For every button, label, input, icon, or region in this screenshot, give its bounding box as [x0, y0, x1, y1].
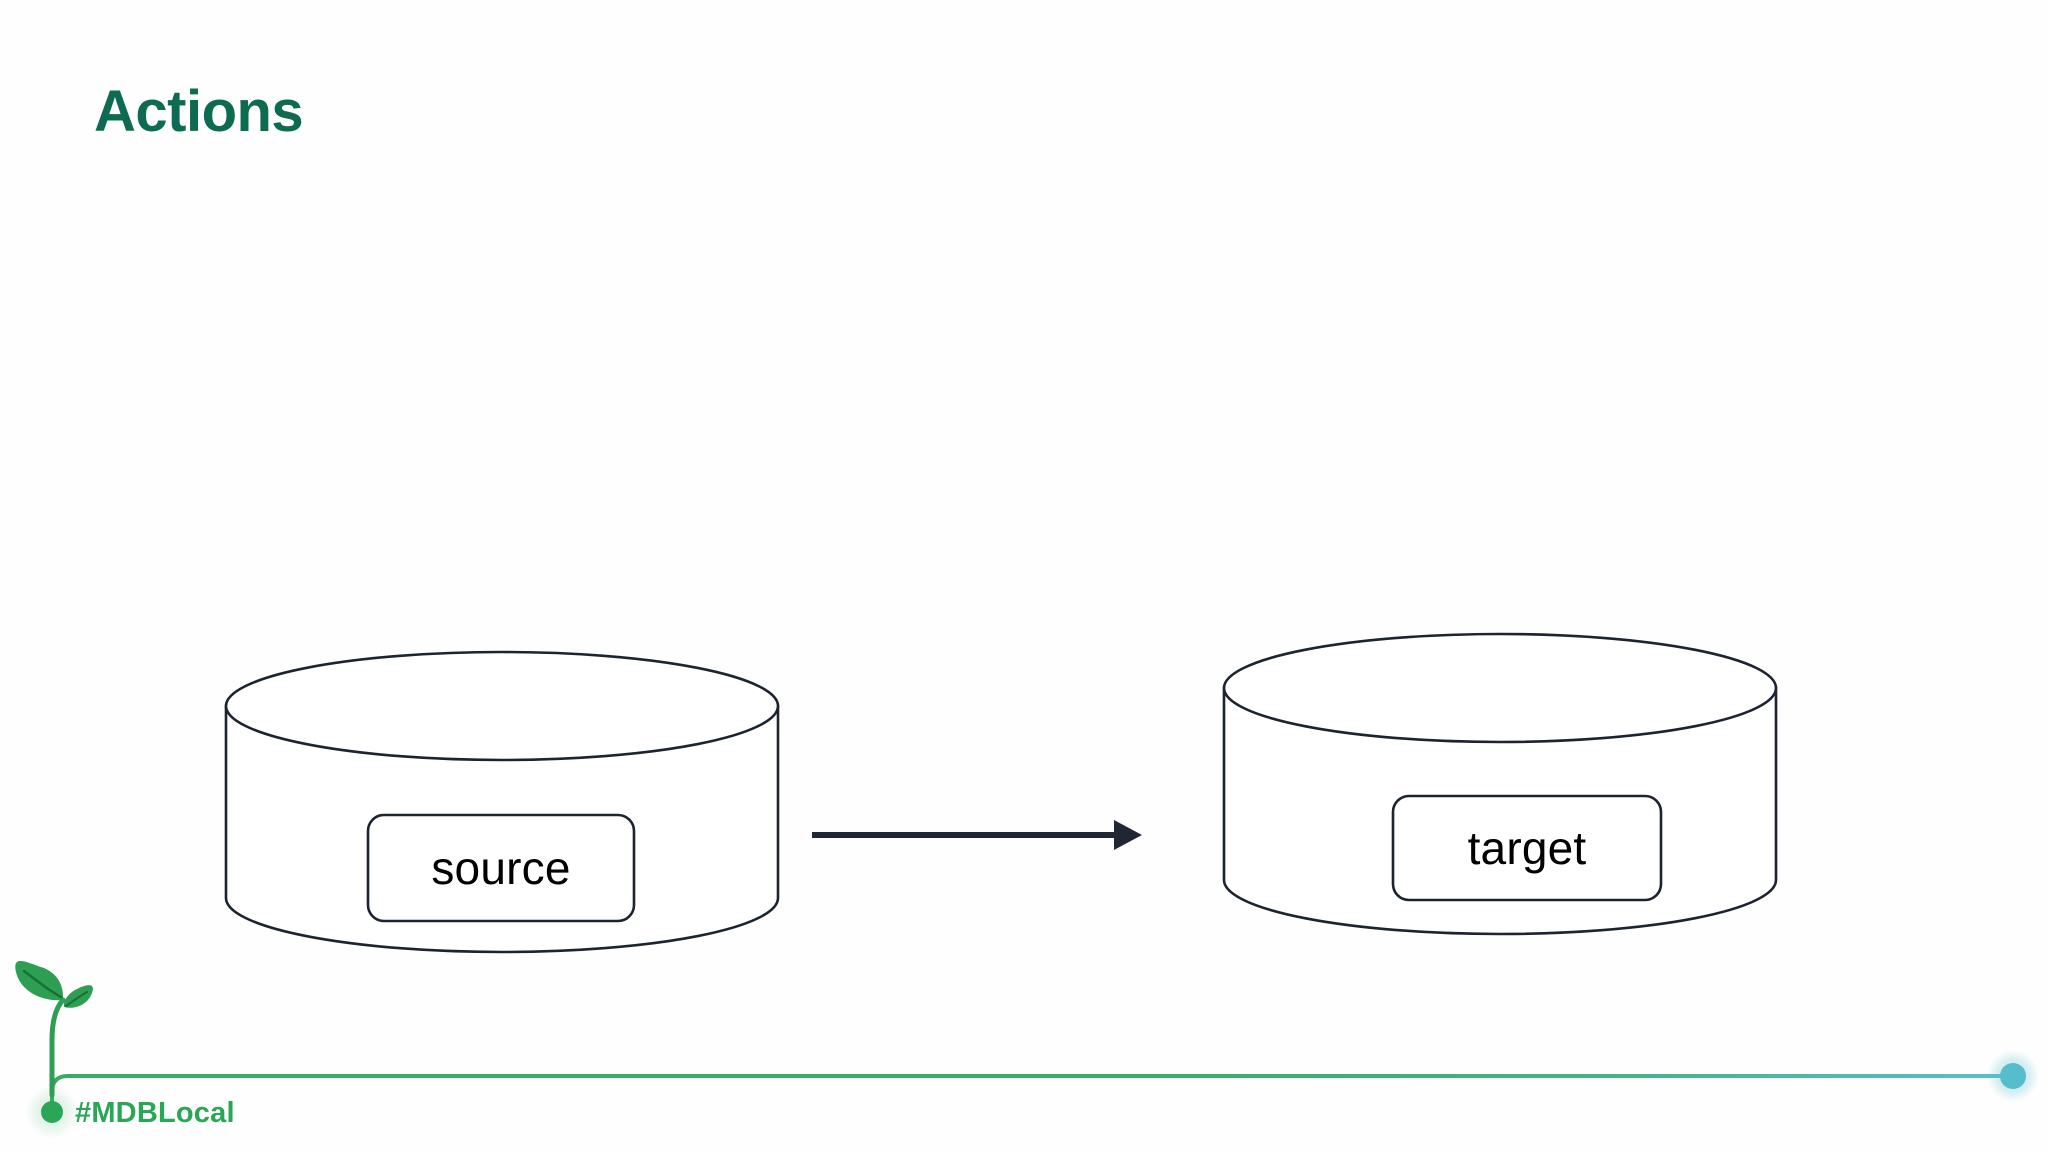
target-cylinder-top	[1222, 632, 1778, 744]
footer-hashtag: #MDBLocal	[75, 1097, 235, 1129]
sprout-leaf-left-vein	[22, 969, 63, 999]
sprout-stem	[49, 997, 66, 1098]
end-node-glow	[1987, 1050, 2039, 1102]
source-label: source	[431, 842, 571, 894]
sprout-leaf-left-icon	[15, 960, 64, 1001]
start-node-glow	[25, 1085, 79, 1139]
target-label: target	[1467, 822, 1587, 874]
page-title: Actions	[94, 79, 304, 144]
sprout-leaf-right-vein	[65, 991, 88, 1007]
source-cylinder-top	[224, 650, 780, 762]
end-node-dot-icon	[2000, 1063, 2026, 1089]
sprout-leaf-right-icon	[63, 985, 93, 1008]
footer-graphic	[15, 960, 2039, 1139]
edge-source-to-target	[812, 820, 1142, 850]
footer-line	[50, 1074, 2012, 1114]
start-node-dot-icon	[41, 1101, 63, 1123]
edge-arrowhead-icon	[1114, 820, 1142, 850]
